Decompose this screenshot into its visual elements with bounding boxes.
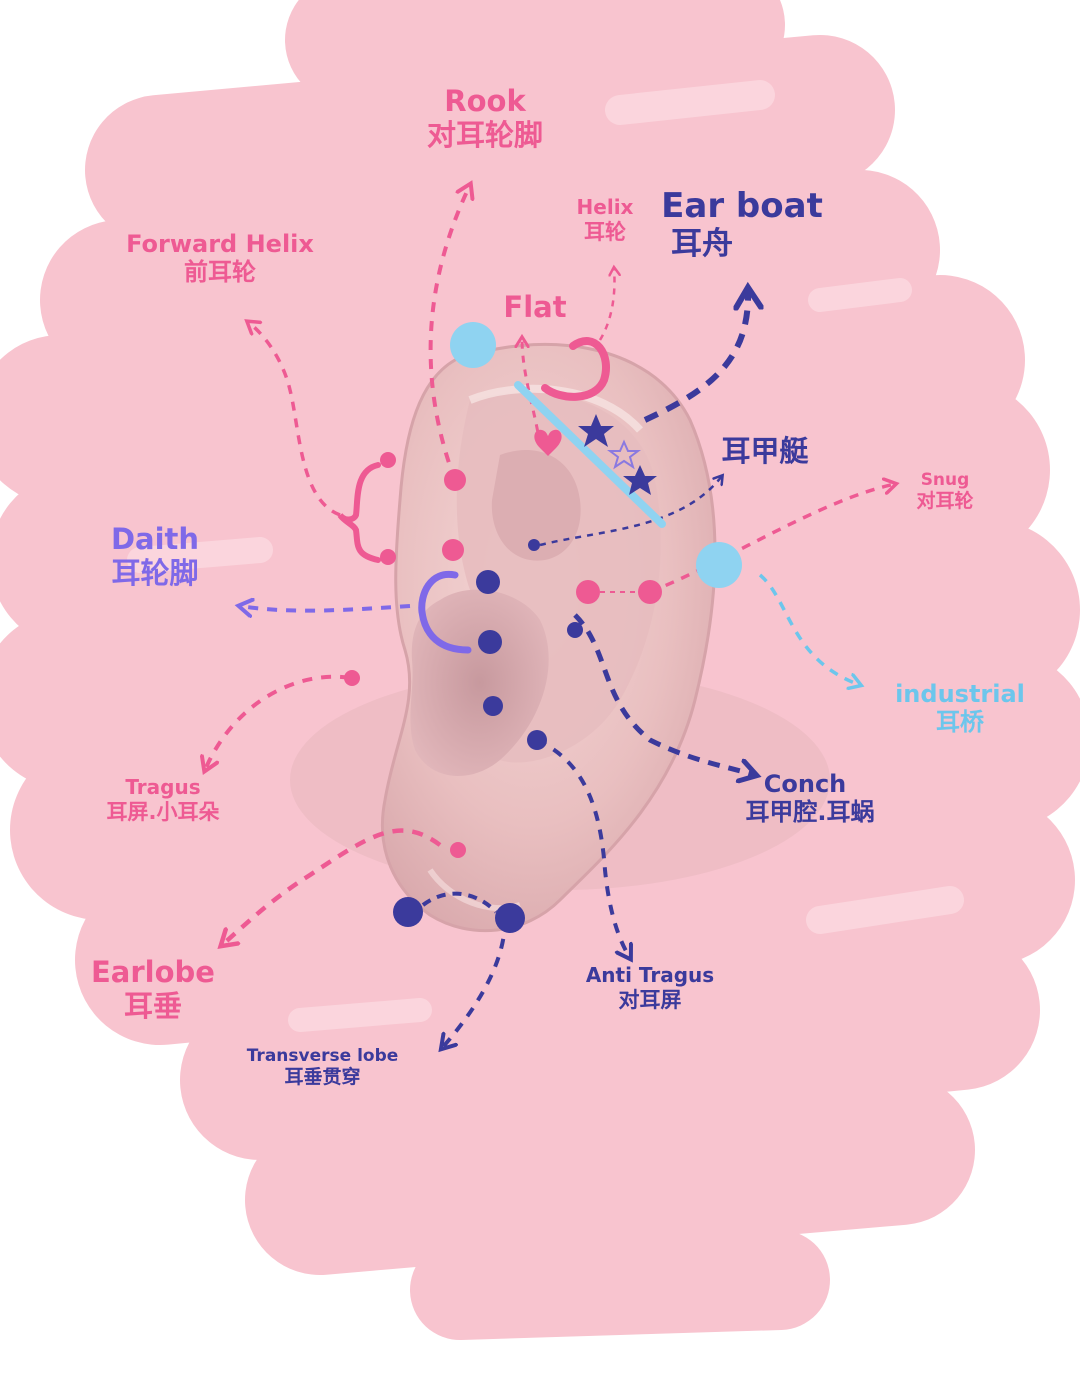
- label-earlobe-en: Earlobe: [91, 955, 215, 989]
- label-tragus: Tragus 耳屏.小耳朵: [78, 775, 248, 824]
- label-helix-zh: 耳轮: [584, 219, 626, 244]
- label-forward-helix-en: Forward Helix: [126, 230, 314, 258]
- transverse-lobe-pointer: [442, 919, 507, 1048]
- anti-tragus-stud: [483, 696, 503, 716]
- ear-boat-pointer: [643, 290, 748, 423]
- label-tragus-zh: 耳屏.小耳朵: [106, 799, 220, 824]
- label-transverse-lobe-zh: 耳垂贯穿: [284, 1066, 361, 1089]
- label-earlobe-zh: 耳垂: [123, 989, 182, 1024]
- industrial-top-ball: [450, 322, 496, 368]
- label-industrial: industrial 耳桥: [870, 680, 1050, 737]
- label-anti-tragus-en: Anti Tragus: [585, 963, 715, 987]
- conch-pointer: [573, 613, 755, 775]
- daith-pointer: [240, 606, 411, 611]
- industrial-bar: [514, 381, 666, 528]
- label-anti-tragus: Anti Tragus 对耳屏: [565, 963, 735, 1012]
- label-snug-zh: 对耳轮: [916, 490, 974, 513]
- label-rook-en: Rook: [444, 84, 526, 118]
- label-forward-helix: Forward Helix 前耳轮: [90, 230, 350, 287]
- tragus-stud: [344, 670, 360, 686]
- scapha-stud: [528, 539, 540, 551]
- label-industrial-en: industrial: [895, 680, 1025, 708]
- ear-boat-stars: [578, 414, 657, 495]
- helix-ring: [541, 337, 610, 401]
- background-sheen: [127, 80, 964, 1032]
- label-helix-en: Helix: [576, 195, 634, 219]
- label-daith-en: Daith: [110, 522, 200, 556]
- flat-heart-stud: [534, 429, 562, 456]
- label-ear-boat-zh: 耳舟: [671, 226, 733, 263]
- forward-helix-pointer: [248, 322, 341, 517]
- label-daith: Daith 耳轮脚: [90, 522, 220, 590]
- label-snug-en: Snug: [920, 470, 970, 490]
- label-conch: Conch 耳甲腔.耳蜗: [720, 770, 900, 827]
- label-conch-zh: 耳甲腔.耳蜗: [745, 798, 875, 827]
- daith-ball-bottom: [478, 630, 502, 654]
- label-flat-en: Flat: [503, 290, 567, 324]
- label-ear-boat-en: Ear boat: [661, 186, 823, 226]
- label-snug: Snug 对耳轮: [895, 470, 995, 512]
- label-flat: Flat: [490, 290, 580, 324]
- label-rook: Rook 对耳轮脚: [395, 84, 575, 152]
- label-scapha: 耳甲艇: [700, 434, 830, 468]
- label-anti-tragus-zh: 对耳屏: [618, 987, 682, 1012]
- transverse-lobe-ball-right: [495, 903, 525, 933]
- snug-stud-right: [638, 580, 662, 604]
- daith-ring: [418, 570, 472, 654]
- rook-stud-top: [444, 469, 466, 491]
- label-earlobe: Earlobe 耳垂: [78, 955, 228, 1023]
- label-tragus-en: Tragus: [125, 775, 201, 799]
- label-daith-zh: 耳轮脚: [111, 556, 199, 591]
- tragus-pointer: [205, 674, 351, 770]
- conch-stud: [567, 622, 583, 638]
- ear-illustration: [290, 342, 830, 933]
- earlobe-pointer: [222, 828, 442, 945]
- transverse-lobe-ball-left: [393, 897, 423, 927]
- label-scapha-zh: 耳甲艇: [721, 434, 809, 468]
- label-industrial-zh: 耳桥: [936, 708, 984, 737]
- label-forward-helix-zh: 前耳轮: [184, 258, 256, 287]
- rook-stud-bottom: [442, 539, 464, 561]
- scapha-pointer: [539, 476, 722, 547]
- label-rook-zh: 对耳轮脚: [426, 118, 543, 153]
- earlobe-stud: [450, 842, 466, 858]
- label-helix: Helix 耳轮: [560, 195, 650, 244]
- snug-pointer: [649, 484, 895, 594]
- anti-tragus-stud-2: [527, 730, 547, 750]
- forward-helix-bracket: [337, 452, 396, 565]
- industrial-end-ball: [696, 542, 742, 588]
- label-ear-boat: Ear boat 耳舟: [652, 186, 832, 263]
- label-conch-en: Conch: [763, 770, 847, 798]
- daith-ball-top: [476, 570, 500, 594]
- snug-stud-left: [576, 580, 600, 604]
- label-transverse-lobe: Transverse lobe 耳垂贯穿: [215, 1046, 430, 1088]
- transverse-lobe-bar: [421, 891, 498, 914]
- label-transverse-lobe-en: Transverse lobe: [246, 1046, 399, 1066]
- rook-pointer: [428, 185, 470, 481]
